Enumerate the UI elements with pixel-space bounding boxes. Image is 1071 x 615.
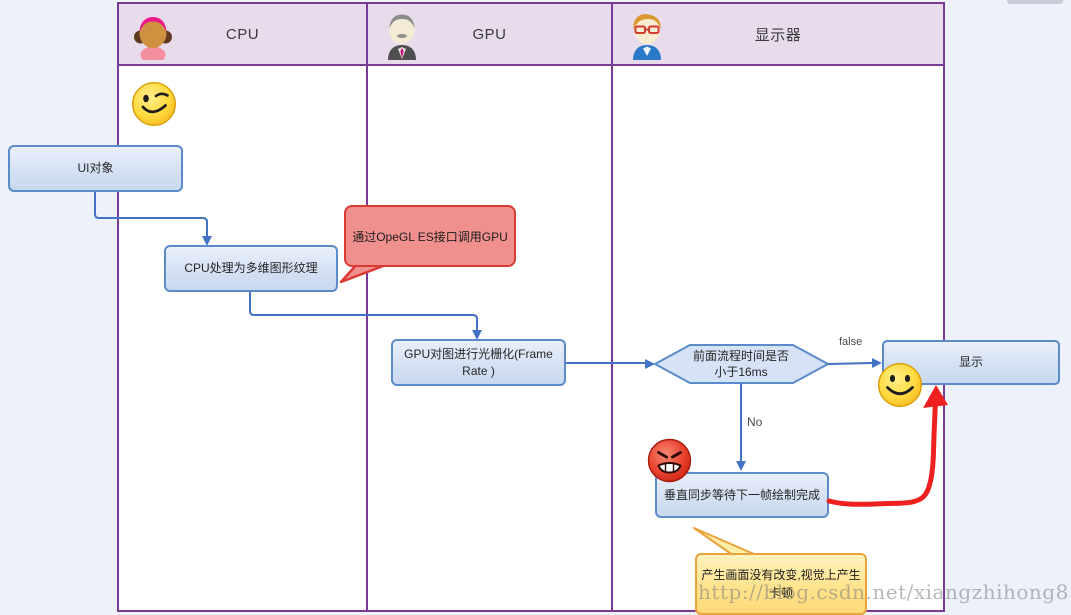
connector-ui-to-cpu (94, 192, 208, 242)
node-gpu-raster-label: GPU对图进行光栅化(Frame Rate ) (404, 347, 553, 378)
callout-stutter: 产生画面没有改变,视觉上产生卡顿 (695, 553, 867, 615)
arrowhead (736, 461, 746, 471)
node-gpu-raster: GPU对图进行光栅化(Frame Rate ) (391, 339, 566, 386)
node-display-label: 显示 (958, 355, 983, 370)
display-avatar-man-icon (627, 10, 667, 65)
cpu-avatar-woman-icon (133, 10, 173, 65)
arrowhead (872, 358, 882, 368)
arrowhead (645, 359, 655, 369)
callout-stutter-label: 产生画面没有改变,视觉上产生卡顿 (701, 568, 861, 600)
connector-cpu-to-gpu (249, 292, 478, 336)
edge-label-false: false (839, 336, 863, 348)
scrollbar-remnant (1007, 0, 1063, 4)
node-cpu-process: CPU处理为多维图形纹理 (164, 245, 338, 292)
node-ui-object-label: UI对象 (77, 161, 114, 176)
happy-smiley-icon (877, 362, 923, 413)
edge-label-no: No (747, 415, 763, 429)
lane-label-display: 显示器 (754, 26, 802, 44)
gpu-avatar-man-icon (382, 10, 422, 65)
winking-smiley-icon (131, 81, 177, 132)
arrowhead (202, 236, 212, 246)
arrowhead (472, 330, 482, 340)
node-display: 显示 (882, 340, 1060, 385)
node-vsync-label: 垂直同步等待下一帧绘制完成 (663, 487, 820, 502)
csdn-watermark: http://blog.csdn.net/xiangzhihong8 (698, 580, 1069, 604)
angry-face-icon (647, 438, 692, 488)
node-cpu-process-label: CPU处理为多维图形纹理 (184, 261, 318, 276)
node-decision-label: 前面流程时间是否小于16ms (692, 348, 789, 379)
connector-decision-to-display (827, 362, 874, 365)
callout-opengl: 通过OpeGL ES接口调用GPU (344, 205, 516, 267)
node-vsync: 垂直同步等待下一帧绘制完成 (655, 472, 829, 518)
lane-gpu: GPU (366, 4, 611, 610)
lane-label-cpu: CPU (225, 25, 260, 43)
node-decision-label-wrap: 前面流程时间是否小于16ms (688, 346, 794, 382)
lane-header-display: 显示器 (613, 4, 943, 66)
lane-label-gpu: GPU (472, 25, 507, 43)
node-ui-object: UI对象 (8, 145, 183, 192)
lane-header-gpu: GPU (368, 4, 611, 66)
lane-header-cpu: CPU (119, 4, 366, 66)
callout-opengl-label: 通过OpeGL ES接口调用GPU (352, 229, 508, 244)
